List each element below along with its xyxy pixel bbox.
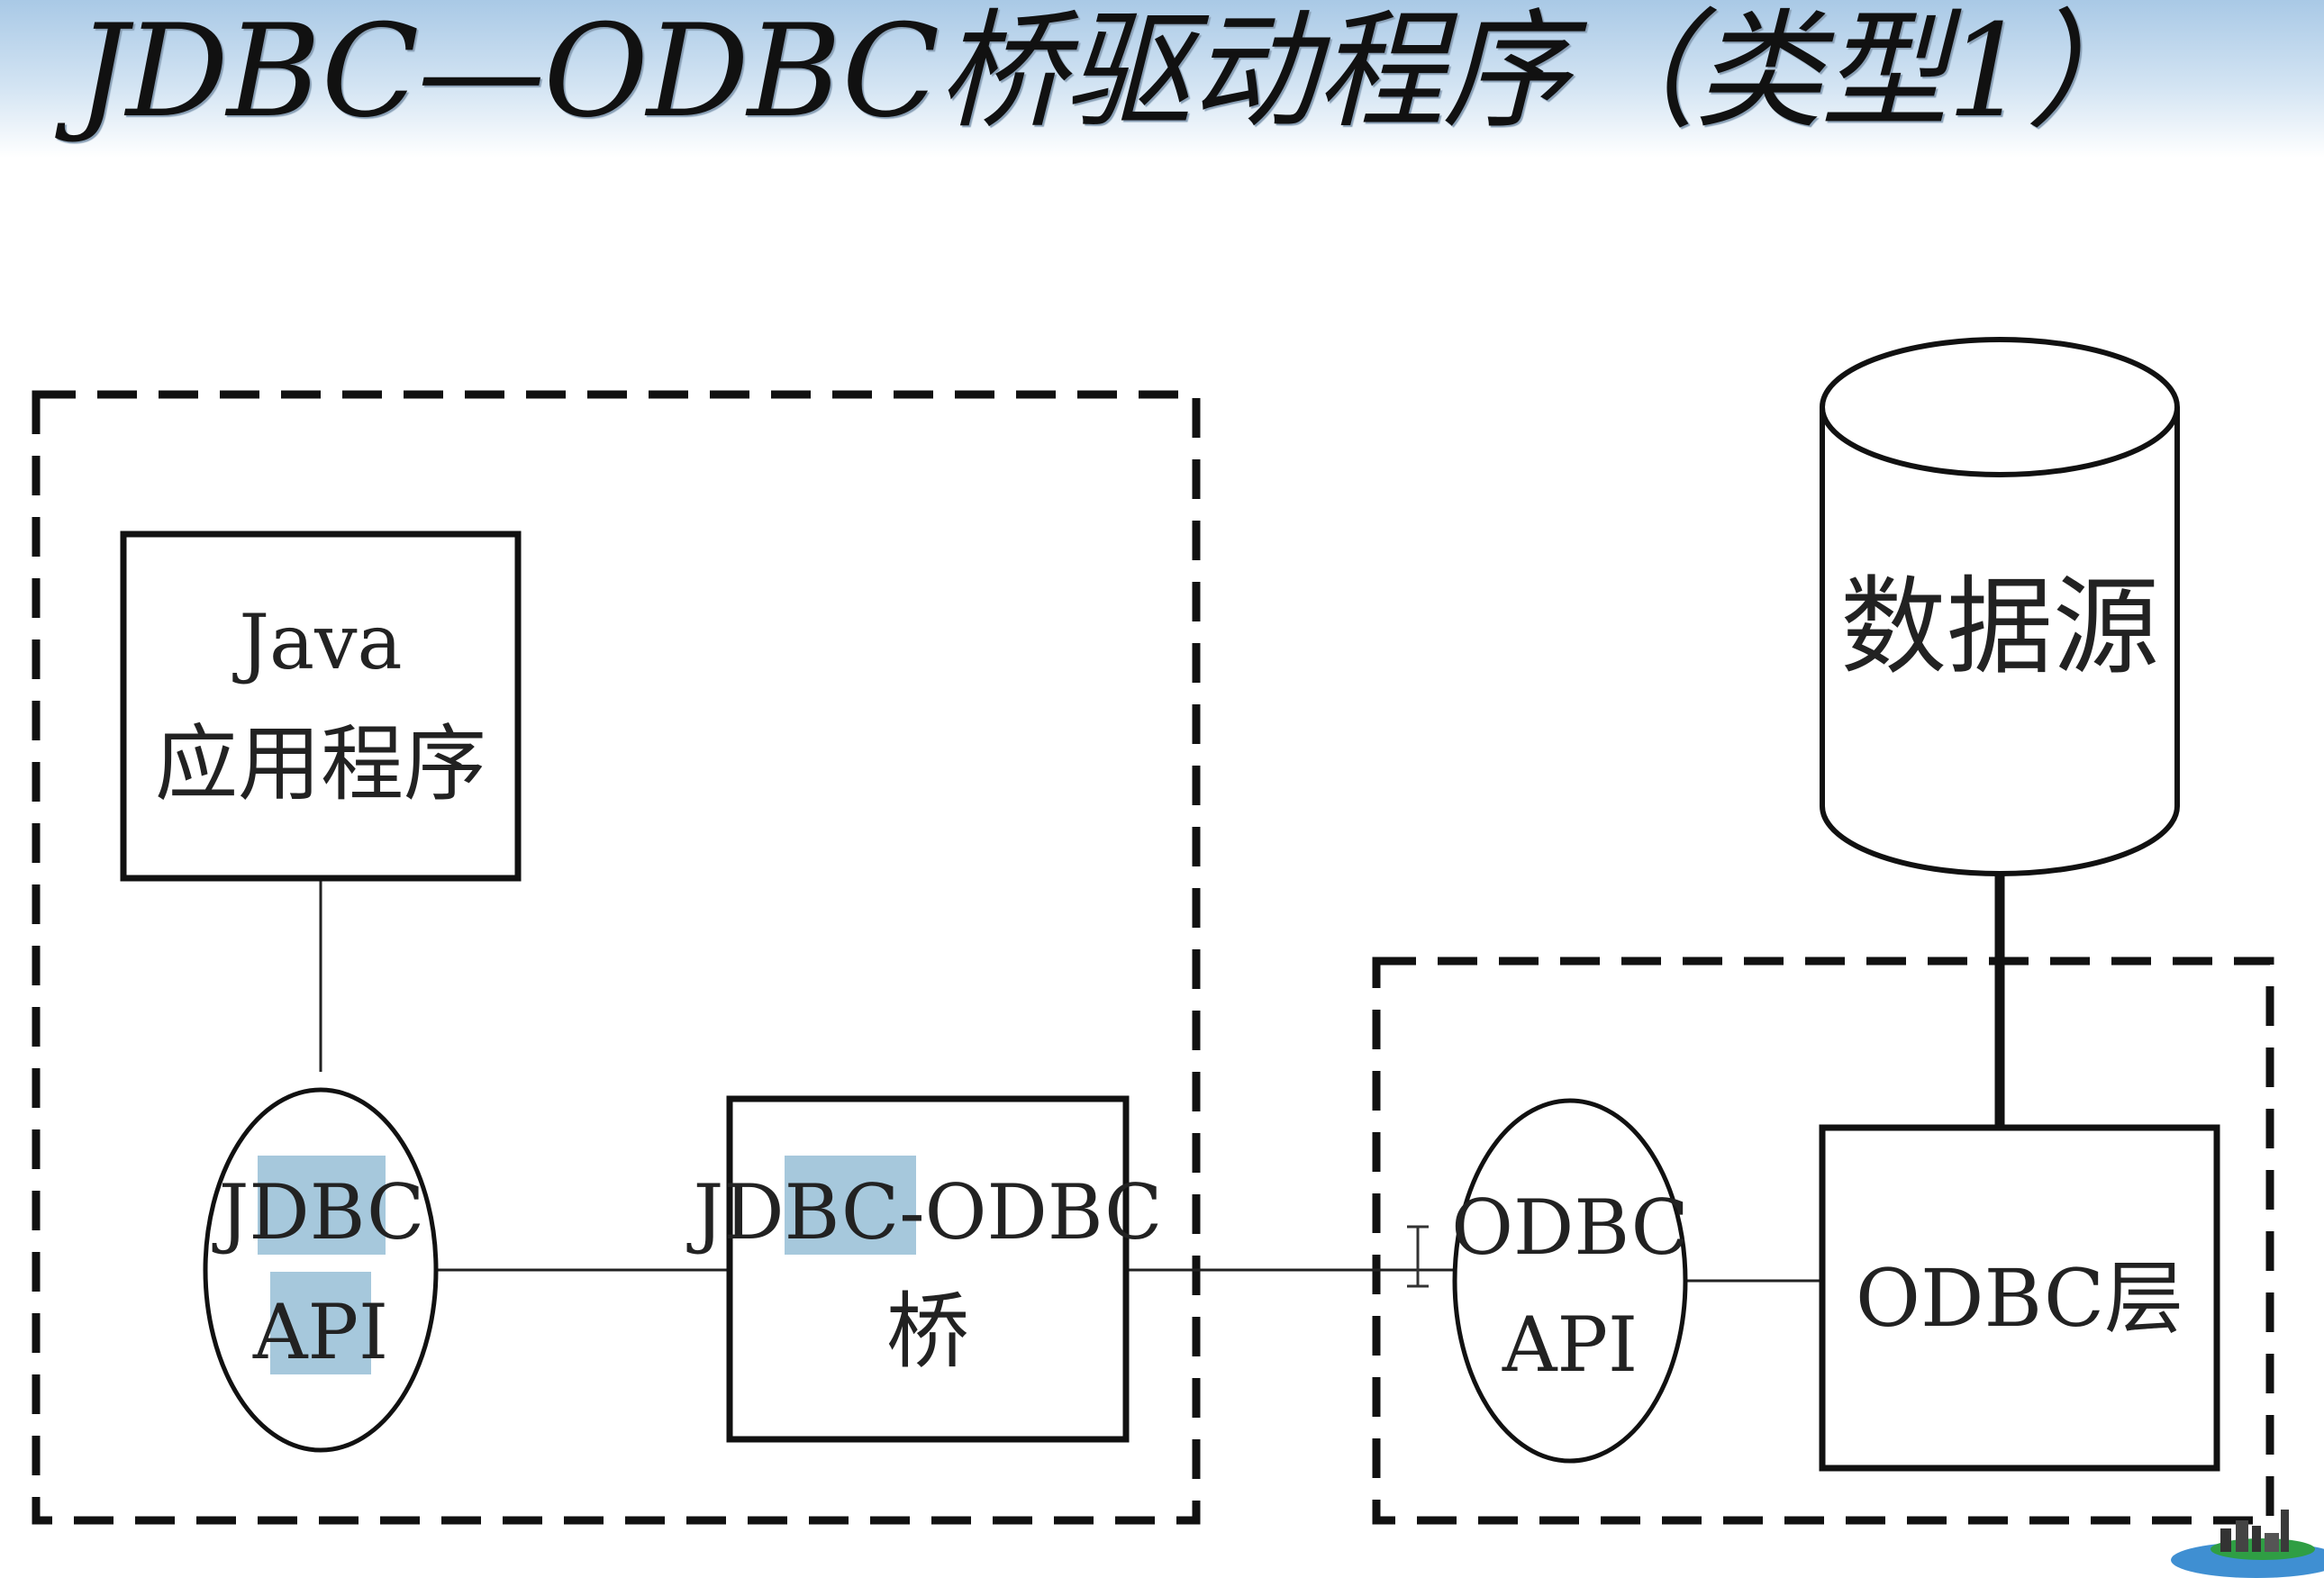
slide-title: JDBC—ODBC桥驱动程序（类型1） — [77, 0, 2155, 146]
odbc-dashed-group — [1372, 957, 2274, 1525]
city-logo-icon — [2171, 1510, 2324, 1578]
jdbc-api-label-line2: API — [252, 1288, 388, 1376]
api-selection-highlight — [270, 1272, 371, 1374]
jdbc-odbc-bridge-box — [726, 1095, 1130, 1443]
client-dashed-group — [32, 390, 1201, 1525]
odbc-api-node — [1452, 1098, 1688, 1464]
odbc-api-label-line1: ODBC — [1451, 1184, 1689, 1272]
odbc-api-label-line2: API — [1502, 1301, 1638, 1389]
text-cursor-icon — [1407, 1225, 1429, 1288]
jdbc-api-label-line1: JDBC — [212, 1168, 425, 1256]
jdbc-selection-highlight — [258, 1156, 386, 1255]
bridge-selection-highlight — [785, 1156, 916, 1255]
data-source-cylinder — [1820, 337, 2180, 876]
title-band — [0, 0, 2324, 158]
jdbc-api-node — [203, 1087, 439, 1453]
data-source-label: 数据源 — [1840, 565, 2159, 689]
bridge-label-line1: JDBC-ODBC — [686, 1168, 1163, 1256]
odbc-layer-box — [1819, 1124, 2220, 1472]
bridge-label-line2: 桥 — [886, 1283, 969, 1380]
java-app-label-line2: 应用程序 — [155, 716, 486, 812]
java-app-box — [120, 531, 522, 882]
odbc-layer-label: ODBC层 — [1856, 1252, 2183, 1345]
java-app-label-line1: Java — [231, 598, 402, 686]
